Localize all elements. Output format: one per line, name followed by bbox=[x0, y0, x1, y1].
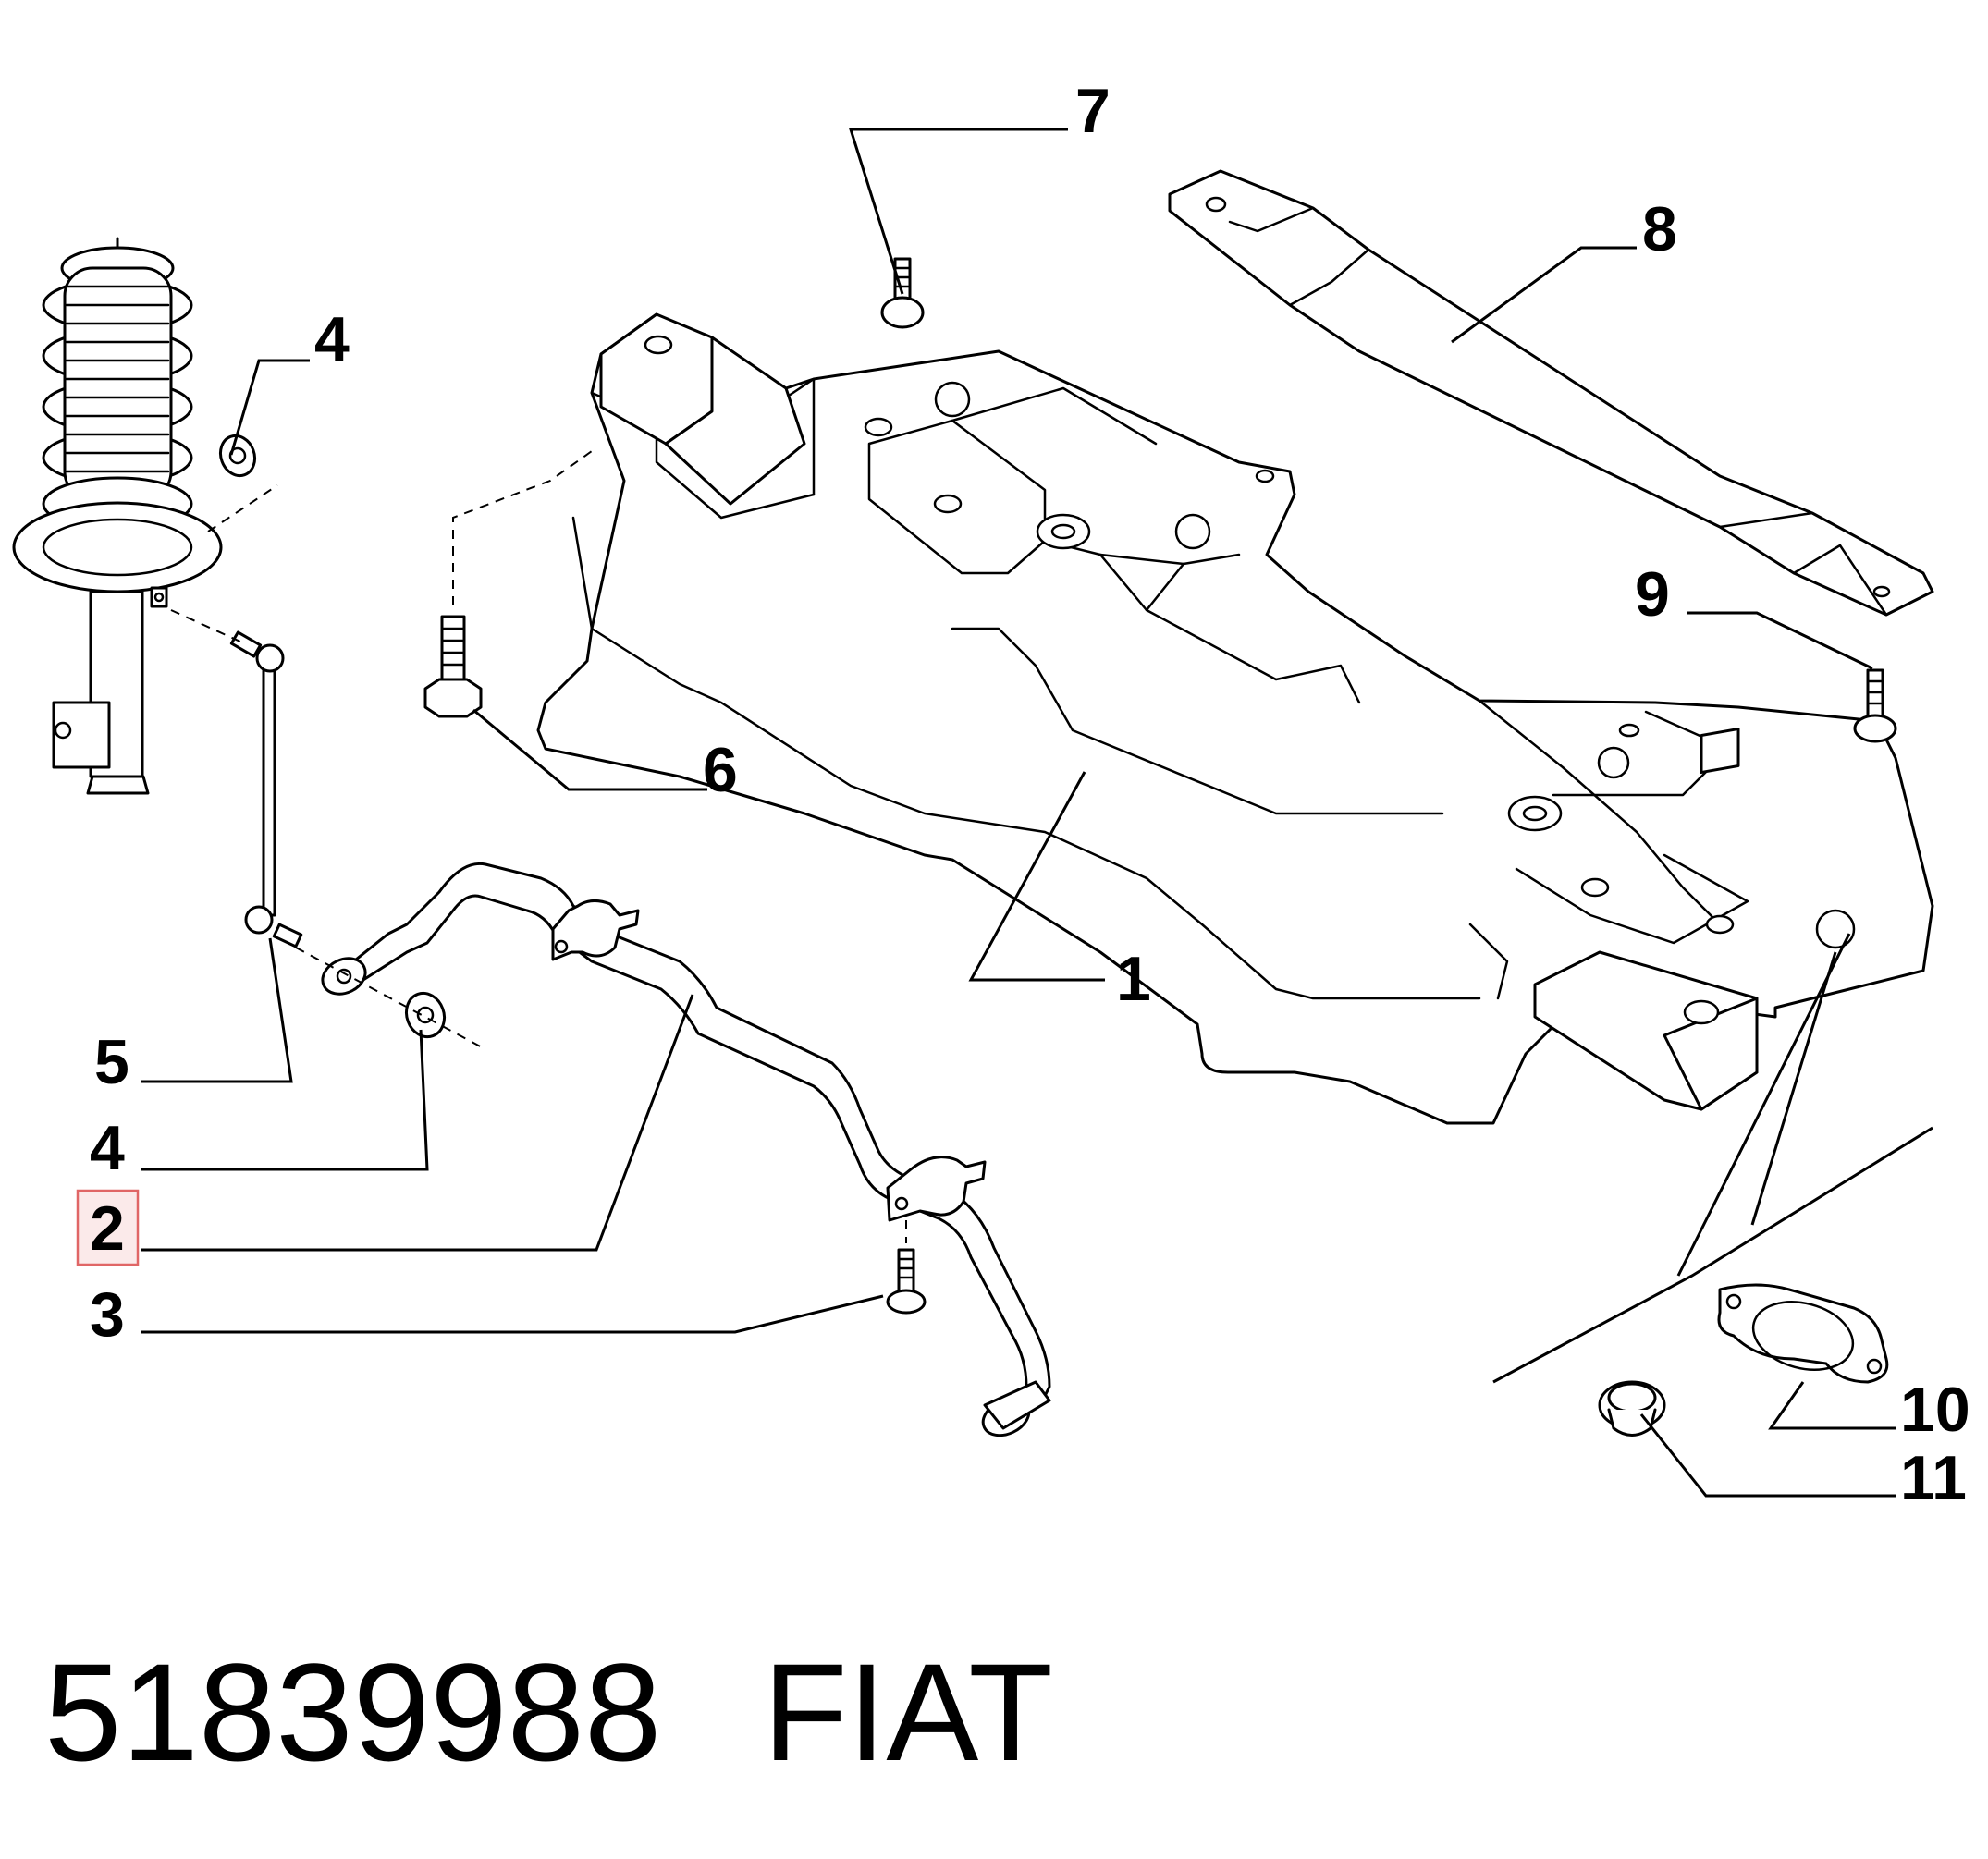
stabilizer-link bbox=[229, 630, 303, 948]
brand-name: FIAT bbox=[763, 1634, 1053, 1790]
nut-lower bbox=[404, 991, 447, 1039]
callout-4-lower[interactable]: 4 bbox=[90, 1113, 125, 1183]
stabilizer-bar bbox=[321, 862, 1051, 1437]
callout-9[interactable]: 9 bbox=[1635, 559, 1670, 630]
clamp-bracket-left bbox=[551, 899, 640, 961]
reinforcement-bar bbox=[1168, 169, 1934, 617]
caption: 51839988 FIAT bbox=[44, 1634, 1053, 1790]
subframe bbox=[536, 312, 1934, 1125]
callout-10[interactable]: 10 bbox=[1900, 1375, 1970, 1445]
part-number: 51839988 bbox=[44, 1634, 661, 1790]
callout-1[interactable]: 1 bbox=[1116, 944, 1151, 1014]
callout-4-upper[interactable]: 4 bbox=[314, 304, 350, 374]
callout-11[interactable]: 11 bbox=[1900, 1443, 1967, 1513]
callout-2-highlight bbox=[76, 1189, 140, 1266]
clamp-bracket-right bbox=[886, 1156, 987, 1222]
bolt-9 bbox=[1853, 668, 1897, 743]
callout-labels: 1 2 3 4 5 4 6 7 8 9 10 11 bbox=[76, 76, 1970, 1513]
callout-5[interactable]: 5 bbox=[94, 1027, 129, 1097]
callout-8[interactable]: 8 bbox=[1642, 194, 1677, 264]
callout-2[interactable]: 2 bbox=[90, 1193, 125, 1264]
section-lines bbox=[1492, 933, 1933, 1384]
callout-3[interactable]: 3 bbox=[90, 1279, 125, 1350]
bushing bbox=[1598, 1380, 1666, 1437]
nut-upper bbox=[218, 434, 257, 478]
bolt-7 bbox=[880, 257, 925, 329]
bolt-3 bbox=[886, 1248, 927, 1315]
callout-6[interactable]: 6 bbox=[703, 735, 738, 805]
strut-assembly bbox=[12, 237, 223, 795]
bolt-6 bbox=[423, 615, 483, 718]
mount-plate bbox=[1717, 1283, 1889, 1384]
leader-lines bbox=[141, 128, 1896, 1498]
callout-7[interactable]: 7 bbox=[1075, 76, 1111, 146]
assembly-lines bbox=[170, 450, 907, 1243]
